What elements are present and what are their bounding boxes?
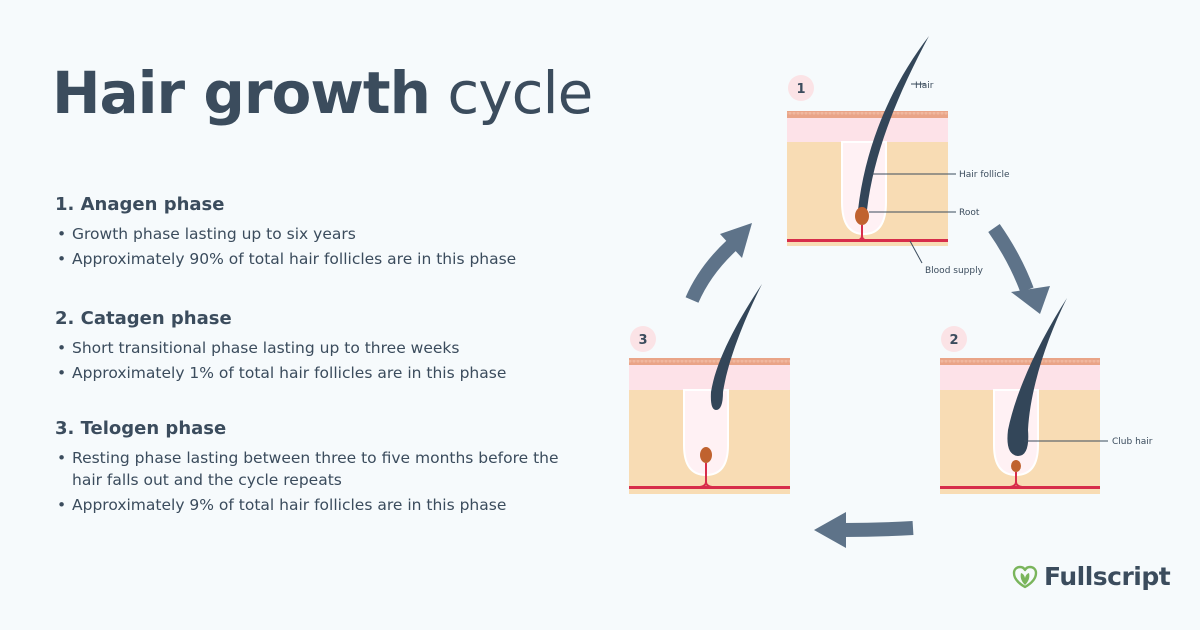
hair-root	[855, 207, 869, 225]
phase-bullet: Approximately 1% of total hair follicles…	[55, 362, 575, 384]
skin-surface	[940, 358, 1100, 365]
phase-bullet-list: Short transitional phase lasting up to t…	[55, 337, 575, 384]
phase-heading: 1. Anagen phase	[55, 194, 225, 215]
phase-bullet: Short transitional phase lasting up to t…	[55, 337, 575, 359]
cycle-arrow-shaft	[988, 223, 1034, 293]
hair-root	[700, 447, 712, 463]
cycle-arrow-shaft	[843, 521, 914, 537]
phase-bullet: Resting phase lasting between three to f…	[55, 447, 575, 491]
cycle-arrow-1-to-2	[1011, 286, 1050, 314]
phase-heading: 3. Telogen phase	[55, 418, 227, 439]
phase-catagen: 2. Catagen phase Short transitional phas…	[55, 308, 575, 387]
label-hair: Hair	[915, 81, 934, 91]
blood-supply-line	[629, 486, 790, 489]
stage-number: 2	[949, 333, 958, 348]
cycle-arrow-3-to-1	[720, 223, 752, 258]
stage-telogen-illustration: 3	[629, 284, 790, 494]
epidermis-layer	[787, 118, 948, 142]
phase-bullet: Approximately 90% of total hair follicle…	[55, 248, 575, 270]
stage-anagen-illustration: 1 Hair Hair follicle Root Blood supply	[787, 36, 1010, 276]
blood-supply-line	[787, 239, 948, 242]
brand-name: Fullscript	[1044, 562, 1171, 591]
club-hair-shaft	[1007, 298, 1067, 456]
cycle-arrow-shaft	[685, 239, 737, 303]
stage-number-badge	[941, 326, 967, 352]
skin-surface	[787, 111, 948, 118]
blood-supply-line	[940, 486, 1100, 489]
brand-logo: Fullscript	[1012, 562, 1171, 591]
hair-shaft	[858, 36, 929, 210]
phase-bullet-list: Growth phase lasting up to six years App…	[55, 223, 575, 270]
shedding-hair-shaft	[710, 284, 762, 410]
stage-catagen-illustration: 2 Club hair	[940, 298, 1153, 494]
title-bold: Hair growth	[52, 59, 431, 127]
phase-heading: 2. Catagen phase	[55, 308, 232, 329]
label-club-hair: Club hair	[1112, 437, 1153, 447]
title-light: cycle	[447, 59, 593, 127]
skin-surface	[629, 358, 790, 365]
label-root: Root	[959, 208, 980, 218]
hair-root	[1011, 460, 1021, 472]
phase-bullet-list: Resting phase lasting between three to f…	[55, 447, 575, 516]
label-blood-supply: Blood supply	[925, 266, 984, 276]
leader-line	[909, 240, 923, 264]
page-title: Hair growth cycle	[52, 58, 593, 128]
phase-bullet: Growth phase lasting up to six years	[55, 223, 575, 245]
epidermis-layer	[629, 365, 790, 390]
stage-number-badge	[630, 326, 656, 352]
leaf-heart-icon	[1012, 565, 1038, 588]
cycle-arrow-2-to-3	[814, 512, 846, 548]
phase-telogen: 3. Telogen phase Resting phase lasting b…	[55, 418, 575, 519]
phase-bullet: Approximately 9% of total hair follicles…	[55, 494, 575, 516]
stage-number: 1	[796, 82, 805, 97]
phase-anagen: 1. Anagen phase Growth phase lasting up …	[55, 194, 575, 273]
epidermis-layer	[940, 365, 1100, 390]
stage-number-badge	[788, 75, 814, 101]
stage-number: 3	[638, 333, 647, 348]
label-hair-follicle: Hair follicle	[959, 170, 1010, 180]
